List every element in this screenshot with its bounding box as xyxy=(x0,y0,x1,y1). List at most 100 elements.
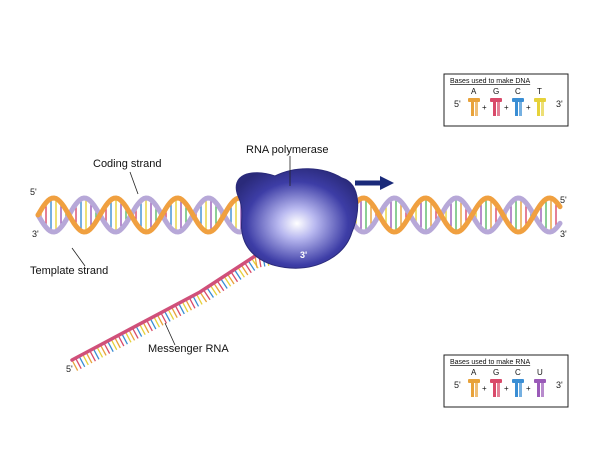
mrna-base xyxy=(181,301,189,313)
mrna-base xyxy=(146,320,153,332)
nucleotide-stem-icon xyxy=(497,383,500,397)
mrna-base xyxy=(233,269,242,280)
mrna-base xyxy=(153,316,160,328)
nucleotide-stem-icon xyxy=(541,102,544,116)
mrna-base xyxy=(149,318,157,330)
nucleotide-sugar-icon xyxy=(490,379,502,383)
mrna-base xyxy=(192,295,200,307)
mrna-base xyxy=(199,291,208,303)
nucleotide-stem-icon xyxy=(515,383,518,397)
dna-legend-3-end: 3' xyxy=(556,99,563,109)
nucleotide-stem-icon xyxy=(471,102,474,116)
nucleotide-sugar-icon xyxy=(490,98,502,102)
legend-base-letter: A xyxy=(471,368,477,377)
mrna-base xyxy=(124,331,132,343)
mrna-base xyxy=(99,344,107,356)
mrna-base xyxy=(142,321,150,334)
nucleotide-sugar-icon xyxy=(534,98,546,102)
mrna-base xyxy=(226,273,235,285)
mrna-base xyxy=(244,262,252,274)
rna-bases-legend: Bases used to make RNA 5' 3' A+G+C+U xyxy=(443,354,569,408)
nucleotide-stem-icon xyxy=(519,102,522,116)
nucleotide-sugar-icon xyxy=(468,98,480,102)
nucleotide-stem-icon xyxy=(519,383,522,397)
mrna-base xyxy=(206,287,214,298)
mrna-base xyxy=(128,329,136,341)
mrna-base xyxy=(156,314,164,326)
plus-icon: + xyxy=(482,103,487,112)
legend-base-letter: U xyxy=(537,368,543,377)
legend-base-letter: G xyxy=(493,87,499,96)
mrna-base xyxy=(209,284,218,296)
mrna-base xyxy=(237,266,245,278)
transcription-direction-arrow xyxy=(355,176,394,190)
mrna-base xyxy=(82,354,89,366)
mrna-base xyxy=(240,264,249,276)
legend-base-letter: T xyxy=(537,87,542,96)
mrna-base xyxy=(216,280,225,292)
plus-icon: + xyxy=(482,384,487,393)
polymerase-3-end-label: 3' xyxy=(300,250,307,260)
mrna-5-end-label: 5' xyxy=(66,364,73,374)
plus-icon: + xyxy=(504,103,509,112)
rna-legend-bases: A+G+C+U xyxy=(468,368,546,397)
mrna-base xyxy=(202,289,211,301)
nucleotide-stem-icon xyxy=(493,102,496,116)
legend-base-letter: C xyxy=(515,368,521,377)
mrna-base xyxy=(121,333,128,345)
legend-base-letter: C xyxy=(515,87,521,96)
nucleotide-stem-icon xyxy=(475,383,478,397)
rna-legend-title: Bases used to make RNA xyxy=(450,359,530,366)
mrna-base xyxy=(96,346,104,358)
nucleotide-sugar-icon xyxy=(512,379,524,383)
mrna-base xyxy=(170,306,178,319)
dna-legend-bases: A + G + C + T xyxy=(468,87,546,116)
mrna-base xyxy=(110,338,118,351)
right-bottom-end-label: 3' xyxy=(560,229,567,239)
nucleotide-stem-icon xyxy=(497,102,500,116)
rna-polymerase-enzyme xyxy=(235,168,359,269)
nucleotide-stem-icon xyxy=(537,383,540,397)
mrna-base xyxy=(138,323,146,336)
mrna-base xyxy=(131,327,139,339)
mrna-base xyxy=(135,325,143,337)
mrna-base xyxy=(160,312,168,324)
legend-base-letter: A xyxy=(471,87,477,96)
rna-legend-3-end: 3' xyxy=(556,380,563,390)
mrna-base xyxy=(254,255,258,268)
legend-base-letter: G xyxy=(493,368,499,377)
mrna-base xyxy=(185,299,192,311)
mrna-base xyxy=(230,271,239,283)
nucleotide-stem-icon xyxy=(493,383,496,397)
mrna-base xyxy=(103,342,111,354)
mrna-base xyxy=(213,282,221,294)
nucleotide-stem-icon xyxy=(515,102,518,116)
mrna-base xyxy=(174,304,182,317)
template-strand-label: Template strand xyxy=(30,265,108,277)
rna-polymerase-label: RNA polymerase xyxy=(246,144,329,156)
mrna-base xyxy=(114,337,121,349)
mrna-base xyxy=(106,340,114,353)
left-bottom-end-label: 3' xyxy=(32,229,39,239)
coding-strand-label: Coding strand xyxy=(93,158,162,170)
mrna-base xyxy=(92,348,100,360)
mrna-base xyxy=(74,357,82,370)
nucleotide-sugar-icon xyxy=(468,379,480,383)
mrna-base xyxy=(247,260,256,271)
mrna-base xyxy=(188,297,196,309)
dna-bases-legend: Bases used to make DNA 5' 3' A+G+C+T xyxy=(443,73,569,127)
nucleotide-stem-icon xyxy=(537,102,540,116)
mrna-base xyxy=(89,350,96,362)
mrna-base xyxy=(117,335,125,347)
rna-legend-5-end: 5' xyxy=(454,380,461,390)
mrna-base xyxy=(85,352,93,364)
nucleotide-stem-icon xyxy=(541,383,544,397)
label-leader-lines xyxy=(71,156,291,346)
nucleotide-stem-icon xyxy=(475,102,478,116)
mrna-base xyxy=(163,310,171,322)
nucleotide-stem-icon xyxy=(471,383,474,397)
nucleotide-sugar-icon xyxy=(534,379,546,383)
plus-icon: + xyxy=(526,103,531,112)
nucleotide-sugar-icon xyxy=(512,98,524,102)
